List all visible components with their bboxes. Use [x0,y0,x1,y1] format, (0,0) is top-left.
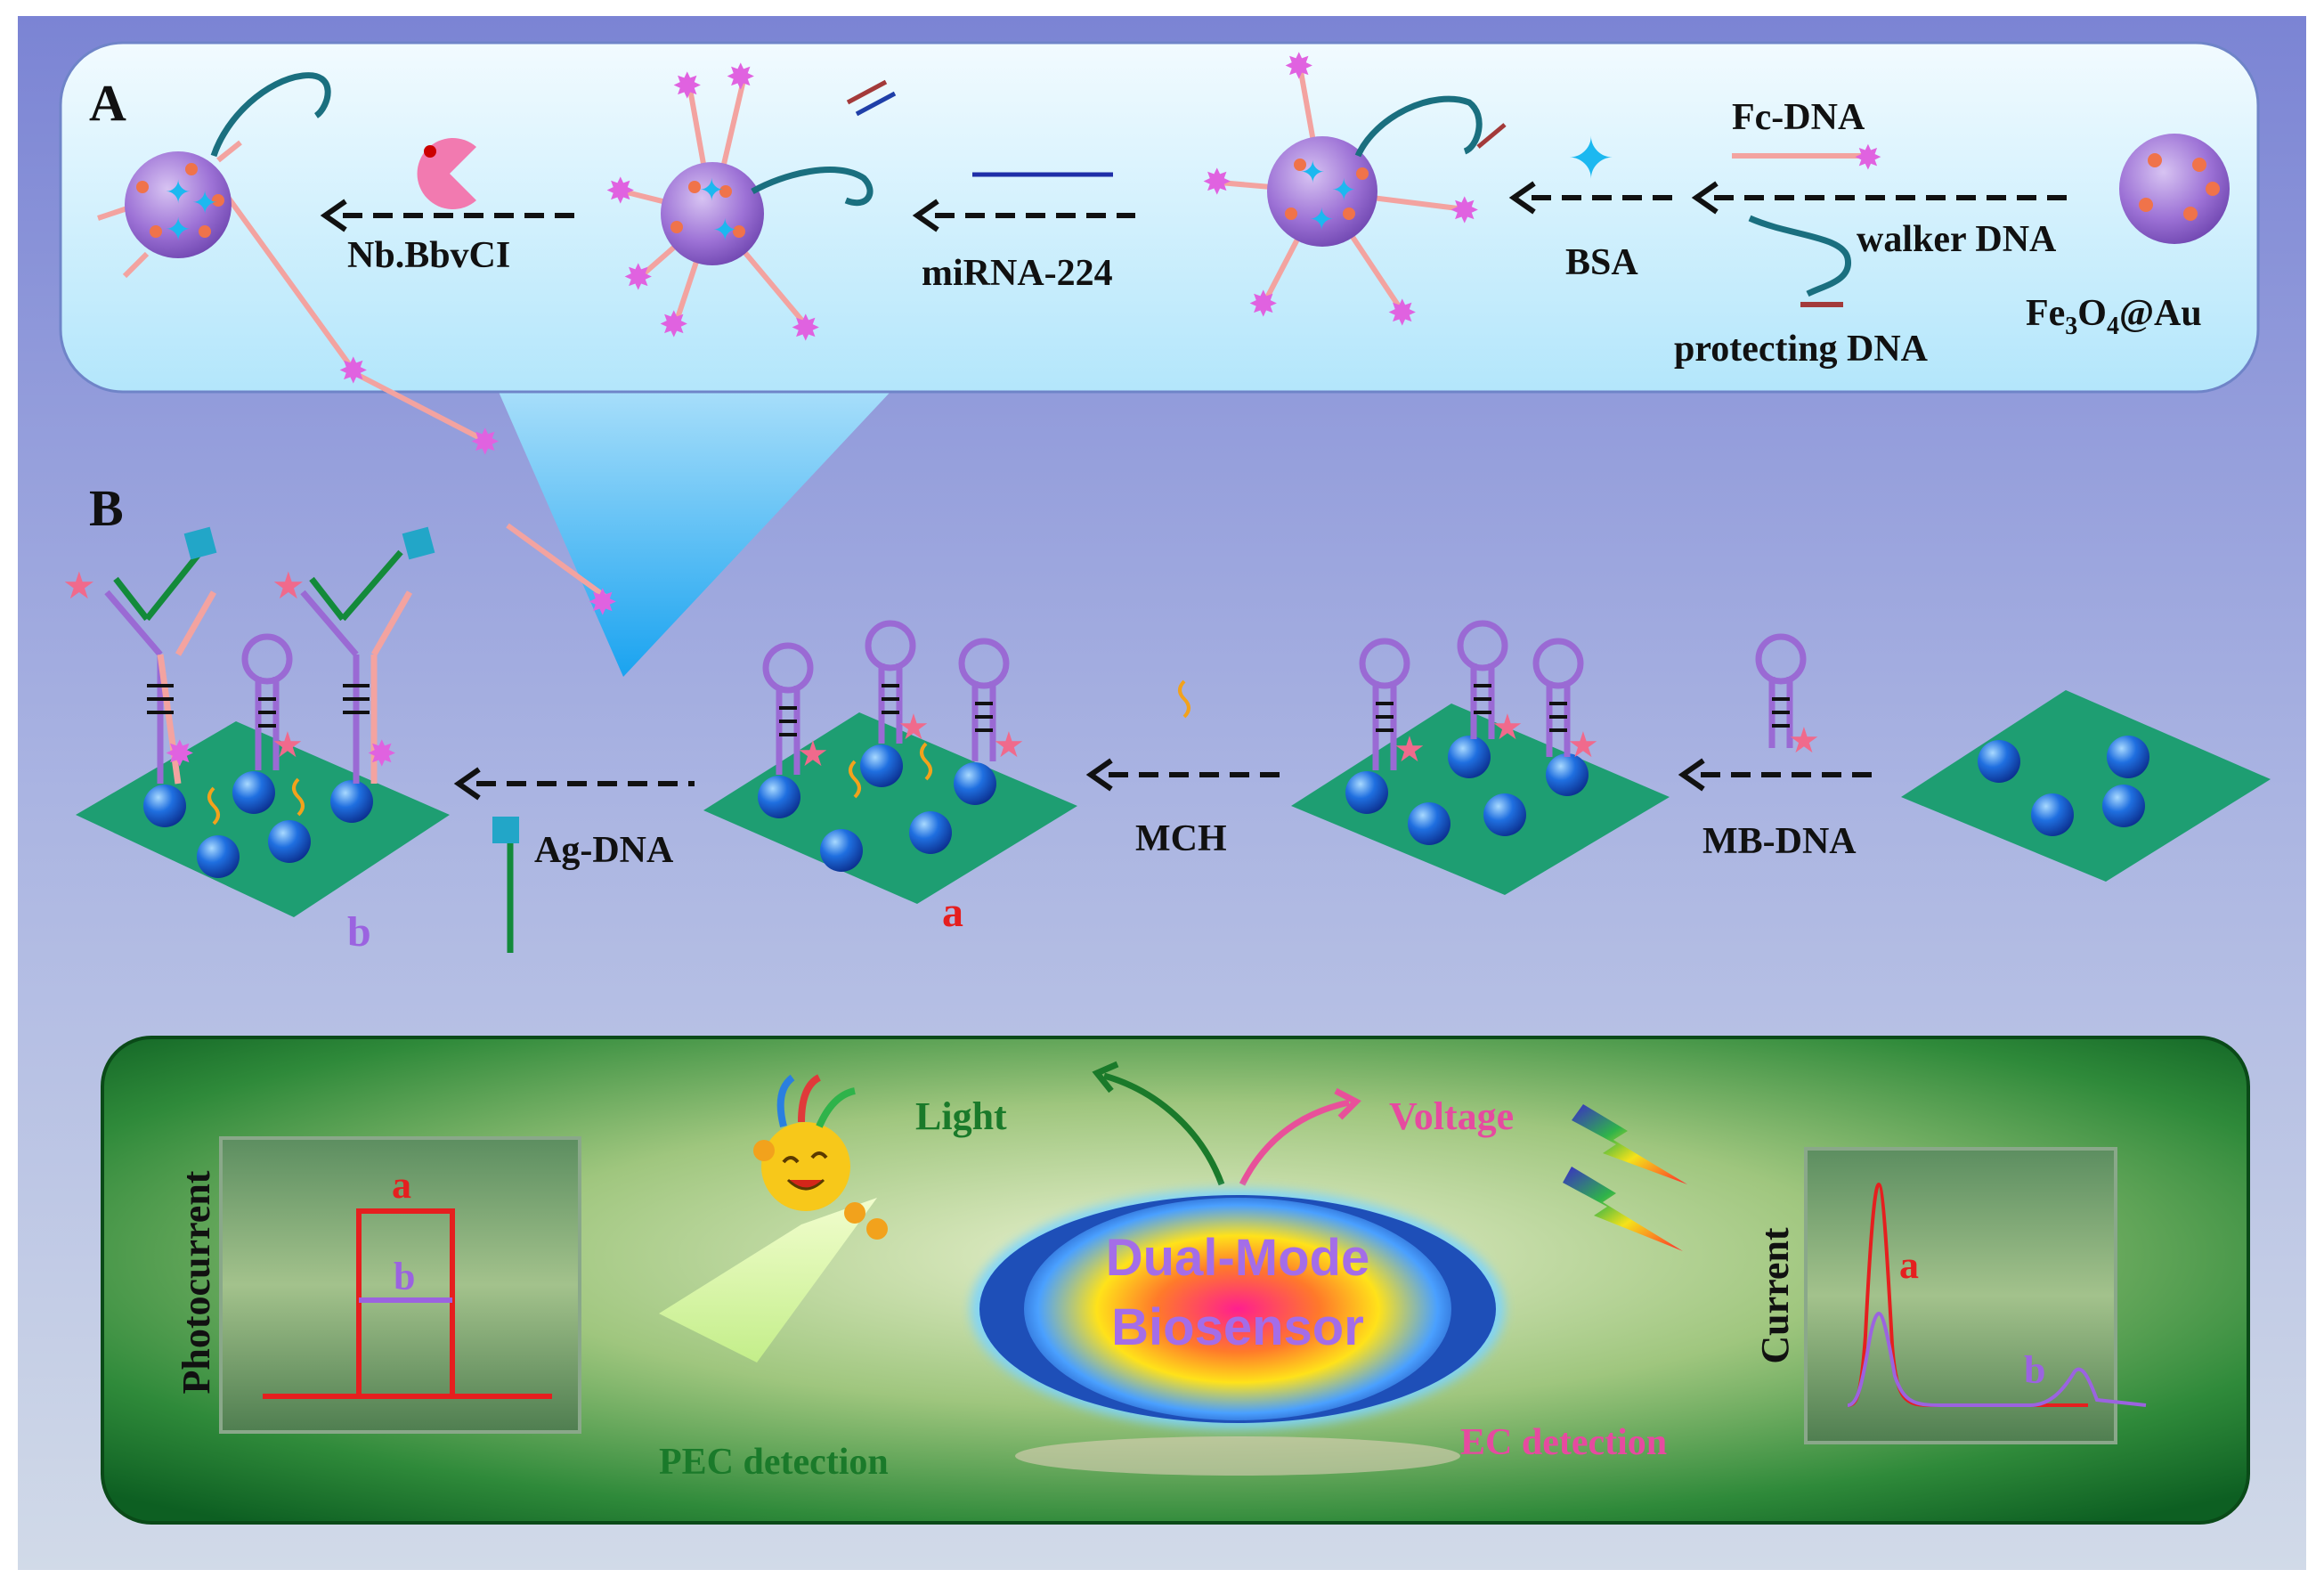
mb-dna-label: MB-DNA [1702,821,1857,862]
fe3o4-au-label: Fe3O4@Au [2026,293,2202,340]
mch-label: MCH [1135,818,1227,859]
svg-text:★: ★ [272,725,304,765]
current-plot: a b Current [1753,1147,2147,1444]
svg-text:★: ★ [272,566,305,607]
svg-text:✸: ✸ [659,305,689,345]
state-a-label: a [942,889,963,936]
svg-text:✸: ✸ [1248,284,1279,324]
photocurrent-plot: a b Photocurrent [175,1136,581,1434]
biosensor-core: Dual-Mode Biosensor [971,1189,1505,1476]
photocurrent-axis-label: Photocurrent [175,1170,218,1394]
nbbbvci-label: Nb.BbvCI [347,235,510,276]
biosensor-title-line2: Biosensor [1111,1298,1364,1356]
walker-dna-strand [1748,215,1851,297]
arrow-bsa [1508,181,1683,215]
svg-text:★: ★ [1567,725,1599,765]
arrow-mb-dna [1678,758,1874,792]
svg-text:✸: ✸ [1202,162,1232,202]
pec-detection-label: PEC detection [659,1442,889,1483]
fe3o4-au-particle [2119,134,2230,244]
current-a-label: a [1899,1243,1919,1287]
voltage-label: Voltage [1389,1094,1514,1138]
svg-text:✸: ✸ [588,582,618,622]
panel-b: B ★ ✸ [62,479,2271,956]
svg-text:✸: ✸ [1284,46,1314,86]
light-source-icon [659,1074,888,1362]
pink-star-icon: ★ [62,566,96,607]
svg-text:✦: ✦ [1331,175,1357,207]
electrode-bare [1901,690,2271,882]
svg-text:✸: ✸ [623,257,654,297]
particle-with-mirna: ✦ ✦ ✸ ✸ ✸ ✸ ✸ ✸ [605,57,897,348]
particle-assembled: ✦ ✦ ✦ ✸ ✸ ✸ ✸ ✸ [1202,46,1507,333]
svg-text:✦: ✦ [712,215,738,248]
detection-panel: a b Photocurrent Light Voltage [101,1036,2250,1525]
mch-molecule-icon [1178,679,1190,719]
panel-a-box [59,41,2260,394]
tag-star-icon: ✸ [338,351,369,391]
svg-text:✦: ✦ [1309,204,1335,237]
svg-text:✸: ✸ [165,734,195,774]
svg-text:✦: ✦ [191,185,218,221]
svg-text:✸: ✸ [726,57,756,97]
svg-text:★: ★ [1491,707,1524,747]
green-arrow-icon [1103,1072,1225,1186]
electrode-with-mb-dna: ★ ★ ★ [1291,620,1670,895]
svg-text:✦: ✦ [165,212,191,248]
arrow-ag-dna [453,767,695,801]
bsa-icon: ✦ [1567,127,1615,191]
svg-text:✸: ✸ [1854,140,1882,177]
svg-text:✸: ✸ [367,734,397,774]
arrow-nbbbvci [320,199,574,232]
svg-text:★: ★ [1788,720,1820,760]
particle-cleaved: ✦ ✦ ✦ ✸ ✸ ✸ [97,72,618,622]
electrode-state-a: ★ ★ ★ [703,620,1077,904]
current-axis-label: Current [1753,1227,1797,1364]
bsa-star-icon: ✦ [165,175,191,210]
panel-b-label: B [89,479,124,537]
panel-a: A ✦ ✦ ✦ ✸ ✸ ✸ [59,41,2260,677]
svg-text:★: ★ [993,725,1025,765]
svg-text:✸: ✸ [605,171,636,211]
svg-text:✸: ✸ [1450,191,1480,231]
state-b-label: b [347,908,371,956]
pink-arrow-icon [1239,1099,1350,1186]
arrow-mch [1085,758,1282,792]
enzyme-pacman-icon [417,138,476,209]
ag-dna-cube-icon [492,817,519,843]
svg-text:★: ★ [1394,729,1426,769]
photocurrent-a-label: a [392,1163,411,1207]
svg-text:★: ★ [797,734,829,774]
mb-dna-hairpin-icon: ★ [1755,633,1820,760]
svg-text:✦: ✦ [699,175,725,207]
bsa-label: BSA [1565,242,1638,283]
lightning-icon [1563,1104,1687,1251]
protecting-dna-label: protecting DNA [1674,329,1929,370]
current-b-label: b [2024,1348,2045,1392]
light-label: Light [915,1094,1007,1138]
arrow-mirna [912,199,1135,232]
fc-dna-label: Fc-DNA [1732,97,1865,138]
mirna-label: miRNA-224 [922,253,1113,294]
ag-dna-label: Ag-DNA [534,830,674,871]
panel-a-label: A [89,74,126,132]
walker-dna-label: walker DNA [1857,219,2057,260]
svg-text:✸: ✸ [470,422,500,462]
funnel [499,392,890,677]
biosensor-title-line1: Dual-Mode [1106,1229,1369,1287]
svg-text:✸: ✸ [1387,293,1418,333]
photocurrent-b-label: b [394,1255,415,1298]
svg-text:✸: ✸ [672,66,703,106]
svg-text:✸: ✸ [791,308,821,348]
ec-detection-label: EC detection [1460,1422,1667,1463]
svg-text:★: ★ [898,707,930,747]
electrode-state-b: ★ ✸ ★ ★ ✸ [62,526,450,917]
arrow-reagents [1691,181,2075,215]
svg-text:✦: ✦ [1300,157,1326,190]
